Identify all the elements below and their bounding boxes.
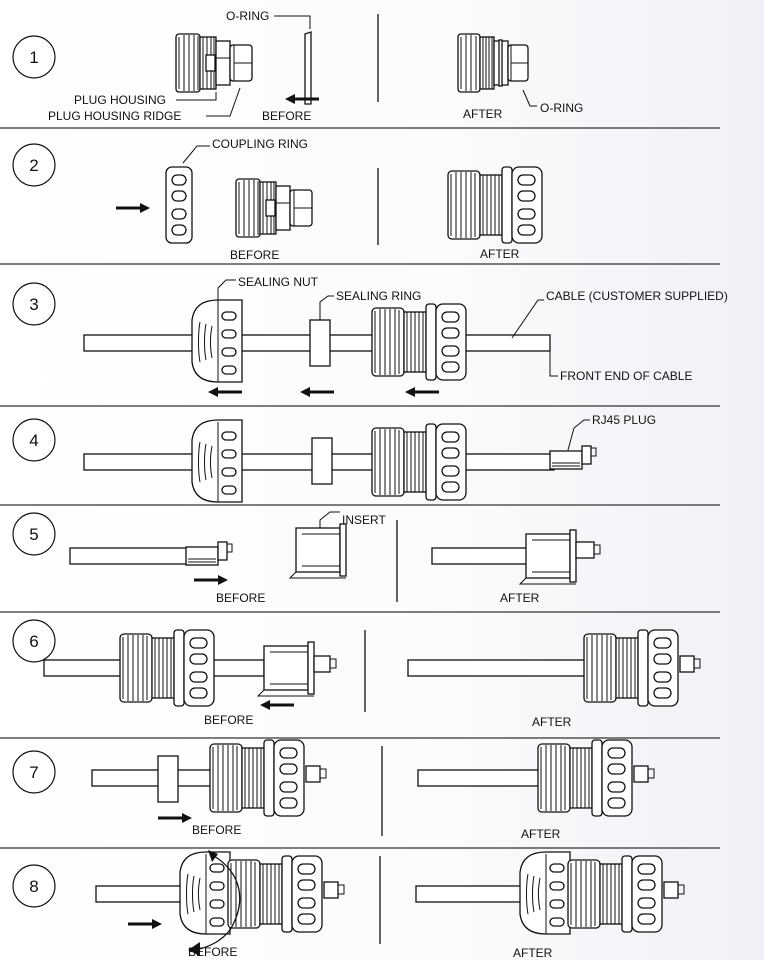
label-before: BEFORE xyxy=(216,591,265,605)
step-number: 5 xyxy=(29,525,38,544)
step-7: 7 BEFORE AFTER xyxy=(12,739,655,841)
label-front-end-of-cable: FRONT END OF CABLE xyxy=(560,369,692,383)
label-after: AFTER xyxy=(480,247,520,261)
step-number: 7 xyxy=(29,763,38,782)
sealing-ring xyxy=(311,437,333,485)
sealing-ring xyxy=(157,755,179,803)
step-number: 8 xyxy=(29,877,38,896)
label-before: BEFORE xyxy=(262,109,311,123)
label-insert: INSERT xyxy=(342,513,386,527)
step-number: 6 xyxy=(29,632,38,651)
step-number: 2 xyxy=(29,156,38,175)
label-before: BEFORE xyxy=(192,823,241,837)
rotation-arrow xyxy=(195,855,241,951)
label-plug-housing: PLUG HOUSING xyxy=(74,93,166,107)
label-after: AFTER xyxy=(532,715,572,729)
label-after: AFTER xyxy=(513,946,553,960)
label-coupling-ring: COUPLING RING xyxy=(212,137,308,151)
step-number-circle xyxy=(12,864,56,908)
label-o-ring-after: O-RING xyxy=(540,101,583,115)
label-plug-housing-ridge: PLUG HOUSING RIDGE xyxy=(48,109,181,123)
sealing-ring xyxy=(309,319,331,367)
step-number-circle xyxy=(12,35,56,79)
step-number-circle xyxy=(12,418,56,462)
label-sealing-nut: SEALING NUT xyxy=(238,275,319,289)
step-number: 1 xyxy=(29,48,38,67)
step-6: 6 BEFORE AFTER xyxy=(12,619,701,729)
label-before: BEFORE xyxy=(188,945,237,959)
step-5: 5 INSERT BEFORE AFTER xyxy=(12,511,601,605)
step-number-circle xyxy=(12,512,56,556)
step-number-circle xyxy=(12,619,56,663)
step-number-circle xyxy=(12,282,56,326)
step-number: 4 xyxy=(29,431,38,450)
label-before: BEFORE xyxy=(230,248,279,262)
step-4: 4 RJ45 PLUG xyxy=(12,413,656,503)
step-8: 8 BEFORE AFTER xyxy=(12,850,685,960)
label-after: AFTER xyxy=(463,107,503,121)
step-1: 1 O-RING PLUG HOUSING PLUG HOUSING RIDGE… xyxy=(12,9,583,123)
label-o-ring: O-RING xyxy=(226,9,269,23)
label-sealing-ring: SEALING RING xyxy=(336,289,421,303)
label-after: AFTER xyxy=(521,827,561,841)
label-after: AFTER xyxy=(500,591,540,605)
step-2: 2 COUPLING RING BEFORE AFTER xyxy=(12,137,543,262)
label-before: BEFORE xyxy=(204,713,253,727)
step-separators xyxy=(0,127,720,849)
step-3: 3 SEALING NUT SEALING RING CABLE (CUSTOM… xyxy=(12,275,728,397)
label-rj45-plug: RJ45 PLUG xyxy=(592,413,656,427)
step-number-circle xyxy=(12,750,56,794)
step-number-circle xyxy=(12,143,56,187)
step-number: 3 xyxy=(29,295,38,314)
label-cable: CABLE (CUSTOMER SUPPLIED) xyxy=(546,289,728,303)
